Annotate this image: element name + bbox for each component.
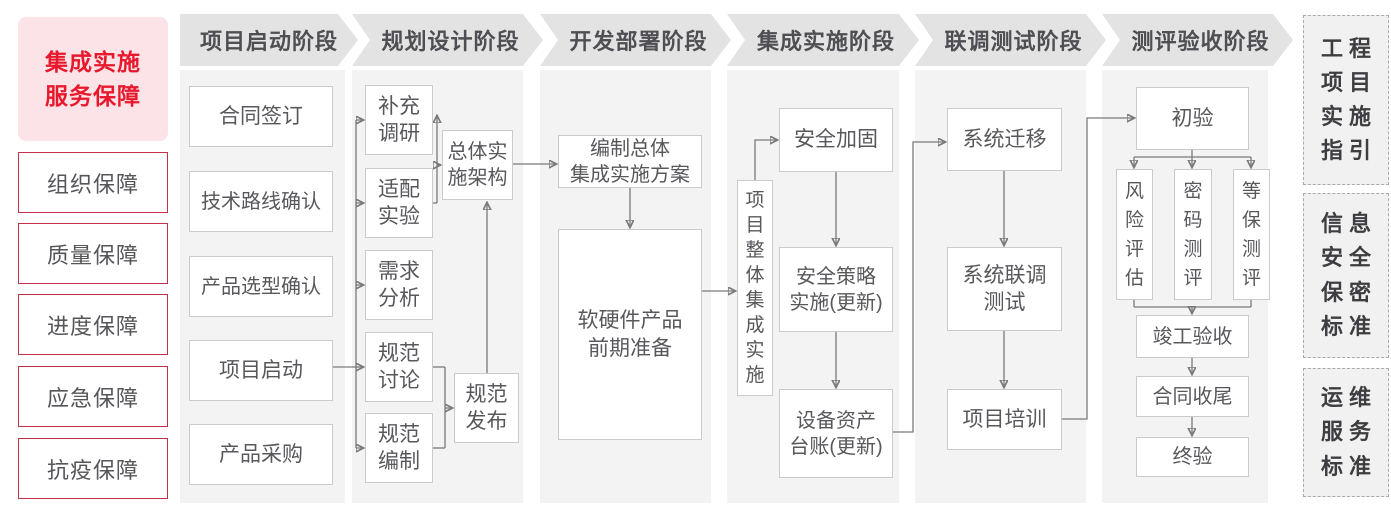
standard-box-infosec-confidentiality: 信息 安全 保密 标准 [1303, 193, 1389, 358]
node-hw-sw-preparation: 软硬件产品 前期准备 [558, 229, 702, 440]
node-tech-route-confirm: 技术路线确认 [189, 171, 333, 232]
node-overall-integration-implementation: 项 目 整 体 集 成 实 施 [737, 180, 773, 396]
standard-box-om-service: 运维 服务 标准 [1303, 368, 1389, 497]
sidebar-item-organization-guarantee: 组织保障 [18, 152, 168, 213]
node-compile-overall-plan: 编制总体 集成实施方案 [558, 135, 702, 188]
node-asset-ledger-update: 设备资产 台账(更新) [779, 389, 893, 478]
node-project-kickoff: 项目启动 [189, 340, 333, 401]
sidebar-item-epidemic-guarantee: 抗疫保障 [18, 438, 168, 499]
phase-header-planning-design: 规划设计阶段 [352, 14, 543, 66]
standard-box-engineering-project-guide: 工程 项目 实施 指引 [1303, 15, 1389, 185]
node-requirement-analysis: 需求 分析 [365, 250, 433, 320]
sidebar-item-emergency-guarantee: 应急保障 [18, 366, 168, 427]
sidebar-title: 集成实施 服务保障 [18, 17, 168, 141]
node-product-selection-confirm: 产品选型确认 [189, 256, 333, 317]
node-spec-release: 规范 发布 [454, 373, 519, 443]
node-classified-protection-evaluation: 等 保 测 评 [1233, 169, 1270, 300]
node-initial-acceptance: 初验 [1136, 87, 1249, 150]
node-spec-discussion: 规范 讨论 [365, 332, 433, 402]
node-project-training: 项目培训 [947, 389, 1062, 450]
node-adaptation-test: 适配 实验 [365, 168, 433, 238]
phase-header-project-kickoff: 项目启动阶段 [180, 14, 358, 66]
sidebar-item-quality-guarantee: 质量保障 [18, 223, 168, 284]
node-security-policy-implementation: 安全策略 实施(更新) [779, 247, 893, 332]
phase-header-joint-test: 联调测试阶段 [915, 14, 1106, 66]
node-risk-assessment: 风 险 评 估 [1116, 169, 1153, 300]
node-contract-closure: 合同收尾 [1136, 376, 1249, 417]
node-final-acceptance: 终验 [1136, 437, 1249, 477]
node-supplementary-research: 补充 调研 [365, 85, 433, 155]
phase-header-dev-deploy: 开发部署阶段 [540, 14, 731, 66]
node-completion-acceptance: 竣工验收 [1136, 315, 1249, 358]
node-system-joint-testing: 系统联调 测试 [947, 247, 1062, 331]
node-overall-implementation-architecture: 总体实 施架构 [442, 130, 513, 200]
node-system-migration: 系统迁移 [947, 108, 1062, 171]
node-security-hardening: 安全加固 [779, 108, 893, 172]
node-contract-signing: 合同签订 [189, 86, 333, 147]
node-spec-compilation: 规范 编制 [365, 413, 433, 483]
node-product-procurement: 产品采购 [189, 424, 333, 485]
sidebar-item-schedule-guarantee: 进度保障 [18, 294, 168, 355]
phase-header-evaluation-acceptance: 测评验收阶段 [1102, 14, 1293, 66]
node-crypto-evaluation: 密 码 测 评 [1174, 169, 1212, 300]
phase-header-integration-impl: 集成实施阶段 [727, 14, 919, 66]
